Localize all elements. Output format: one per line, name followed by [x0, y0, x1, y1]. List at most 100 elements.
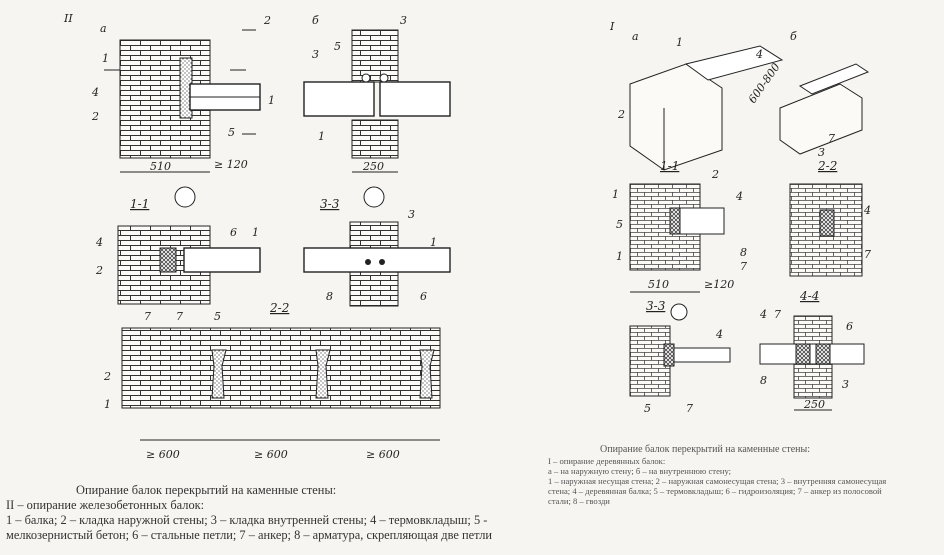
right-iso-a: а 1 2 4 600-800 [617, 30, 784, 171]
callout-2: 2 [91, 110, 99, 123]
callout-7e: 7 [176, 310, 183, 323]
iso-callout-1: 1 [676, 36, 683, 49]
r-wall-3-3 [629, 325, 671, 397]
iso-callout-2: 2 [617, 108, 625, 121]
left-view-a: а 510 ≥ 120 1 2 4 2 1 5 [91, 14, 275, 208]
iso-view-b: б [790, 30, 797, 43]
steel-loop [361, 73, 371, 83]
r4-callout-8: 8 [760, 374, 767, 387]
beam-plan [183, 247, 261, 273]
iso-beam-b [798, 63, 870, 95]
r-cut-2: 2 [711, 168, 719, 181]
view-a-label: а [100, 22, 107, 35]
rc-beam-left [303, 81, 375, 117]
steel-loop [379, 73, 389, 83]
callout-6d: 6 [420, 290, 427, 303]
callout-3: 3 [400, 14, 407, 27]
r4-callout-3: 3 [842, 378, 849, 391]
section-1-1-title: 1-1 [130, 197, 149, 211]
right-section-2-2: 2-2 4 7 [789, 159, 871, 277]
cut-mark-3: 3 [312, 48, 319, 61]
r-callout-7: 7 [740, 260, 747, 273]
r-thermal-4a [795, 343, 811, 365]
r2-callout-7: 7 [864, 248, 871, 261]
wall-elevation [121, 327, 441, 409]
callout-8d: 8 [326, 290, 333, 303]
left-section-2-2: 2-2 ≥ 600 ≥ 600 ≥ 600 2 1 7 5 [103, 301, 441, 461]
caption-right-line: а – на наружную стену; б – на внутреннюю… [548, 466, 732, 476]
caption-right: Опирание балок перекрытий на каменные ст… [548, 444, 886, 506]
beam-end-3 [419, 349, 435, 399]
left-view-b: б 250 3 5 1 3 [303, 14, 451, 208]
r-section-4-4: 4-4 [799, 289, 819, 303]
r-dim-120: ≥120 [704, 278, 734, 291]
section-3-3-title: 3-3 [320, 197, 340, 211]
callout-7c: 7 [144, 310, 151, 323]
callout-3d: 3 [408, 208, 415, 221]
dim-600c: ≥ 600 [366, 448, 400, 461]
caption-left-title: Опирание балок перекрытий на каменные ст… [76, 483, 337, 497]
panel-left-roman: II [63, 12, 73, 25]
caption-right-line: стена; 4 – деревянная балка; 5 – термовк… [548, 486, 882, 496]
callout-1d: 1 [430, 236, 437, 249]
callout-5e: 5 [214, 310, 221, 323]
axis-marker [174, 186, 196, 208]
r4-callout-6: 6 [846, 320, 853, 333]
r-callout-4: 4 [735, 190, 743, 203]
dim-120: ≥ 120 [214, 158, 248, 171]
iso-callout-7: 7 [828, 132, 835, 145]
r-callout-1: 1 [616, 250, 623, 263]
r-callout-8: 8 [740, 246, 747, 259]
loop-joint [379, 259, 385, 265]
view-b-label: б [312, 14, 319, 27]
rc-beam-right [379, 81, 451, 117]
dim-600b: ≥ 600 [254, 448, 288, 461]
r-callout-5: 5 [616, 218, 623, 231]
dim-250: 250 [362, 160, 384, 173]
callout-2c: 2 [95, 264, 103, 277]
r4-callout-7: 7 [774, 308, 781, 321]
r-wood-beam [679, 207, 725, 235]
callout-4c: 4 [95, 236, 103, 249]
iso-beam [684, 45, 784, 81]
right-iso-b: б 7 3 [779, 30, 870, 159]
caption-left: Опирание балок перекрытий на каменные ст… [6, 483, 492, 543]
r-section-1-1: 1-1 [660, 159, 679, 173]
r-thermal-3 [663, 343, 675, 367]
caption-right-line: 1 – наружная несущая стена; 2 – наружная… [548, 476, 887, 486]
r3-callout-5: 5 [644, 402, 651, 415]
cut-mark-1: 1 [102, 52, 109, 65]
right-section-1-1: 1-1 510 ≥120 2 1 5 1 4 8 7 [612, 159, 747, 321]
right-section-3-3: 3-3 4 5 7 [629, 299, 731, 415]
r-beam-end [819, 209, 835, 237]
cut-mark-2: 2 [263, 14, 271, 27]
callout-1c: 1 [252, 226, 259, 239]
r-beam-pair [759, 343, 865, 365]
r-dim-510: 510 [648, 278, 669, 291]
dim-510: 510 [150, 160, 171, 173]
callout-1: 1 [268, 94, 275, 107]
iso-callout-3: 3 [818, 146, 825, 159]
callout-6c: 6 [230, 226, 237, 239]
caption-left-line: 1 – балка; 2 – кладка наружной стены; 3 … [6, 513, 488, 527]
caption-right-title: Опирание балок перекрытий на каменные ст… [600, 444, 811, 455]
inner-wall-lower [351, 119, 399, 159]
caption-left-line: мелкозернистый бетон; 6 – стальные петли… [6, 528, 493, 542]
r4-callout-4: 4 [759, 308, 767, 321]
beam-end-1 [211, 349, 227, 399]
right-panel: I а 1 2 4 600-800 б 7 3 1-1 510 ≥1 [609, 20, 871, 415]
thermal-insert-plan [159, 247, 177, 273]
r-cut-1: 1 [612, 188, 619, 201]
left-section-1-1: 1-1 4 2 6 1 7 [95, 197, 261, 323]
loop-joint [365, 259, 371, 265]
r2-callout-4: 4 [863, 204, 871, 217]
callout-5b: 5 [334, 40, 341, 53]
r-axis-marker [670, 303, 688, 321]
r-thermal-4b [815, 343, 831, 365]
beam-pair-plan [303, 247, 451, 273]
r3-callout-4: 4 [715, 328, 723, 341]
r-section-2-2: 2-2 [817, 159, 837, 173]
dim-600a: ≥ 600 [146, 448, 180, 461]
iso-callout-4: 4 [755, 48, 763, 61]
callout-1e: 1 [104, 398, 111, 411]
